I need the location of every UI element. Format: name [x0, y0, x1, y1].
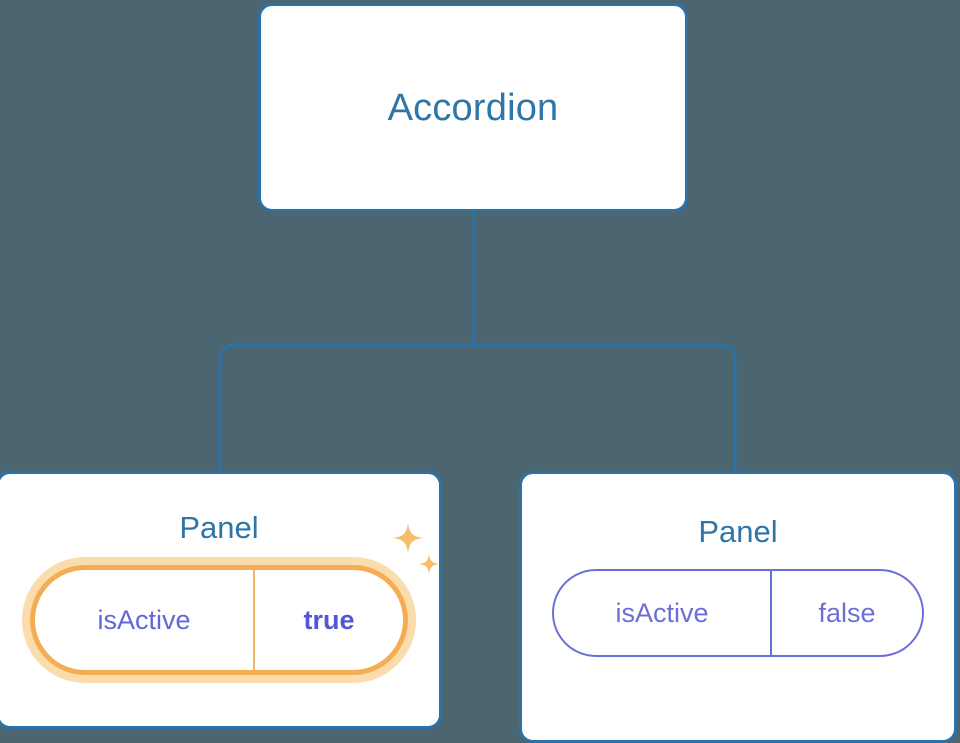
node-panel-active[interactable]: Panel isActive true — [0, 471, 442, 729]
sparkle-small-icon — [419, 554, 439, 574]
prop-pill-active-wrapper: isActive true — [22, 523, 439, 683]
connector-branch-left — [218, 343, 474, 472]
node-panel-inactive[interactable]: Panel isActive false — [519, 471, 957, 743]
prop-value-false: false — [770, 571, 922, 655]
node-accordion-title: Accordion — [387, 86, 559, 129]
prop-key-isactive: isActive — [97, 604, 191, 635]
prop-pill-inactive-wrapper: isActive false — [552, 569, 924, 657]
connector-branch-right — [474, 343, 737, 472]
sparkle-large-icon — [393, 523, 423, 553]
node-panel-inactive-title: Panel — [698, 514, 778, 549]
prop-value-true: true — [253, 570, 403, 670]
prop-key-isactive: isActive — [615, 597, 709, 628]
node-panel-active-title: Panel — [179, 510, 259, 545]
prop-pill-active[interactable]: isActive true — [30, 565, 408, 675]
node-accordion[interactable]: Accordion — [258, 3, 688, 212]
prop-pill-inactive[interactable]: isActive false — [552, 569, 924, 657]
